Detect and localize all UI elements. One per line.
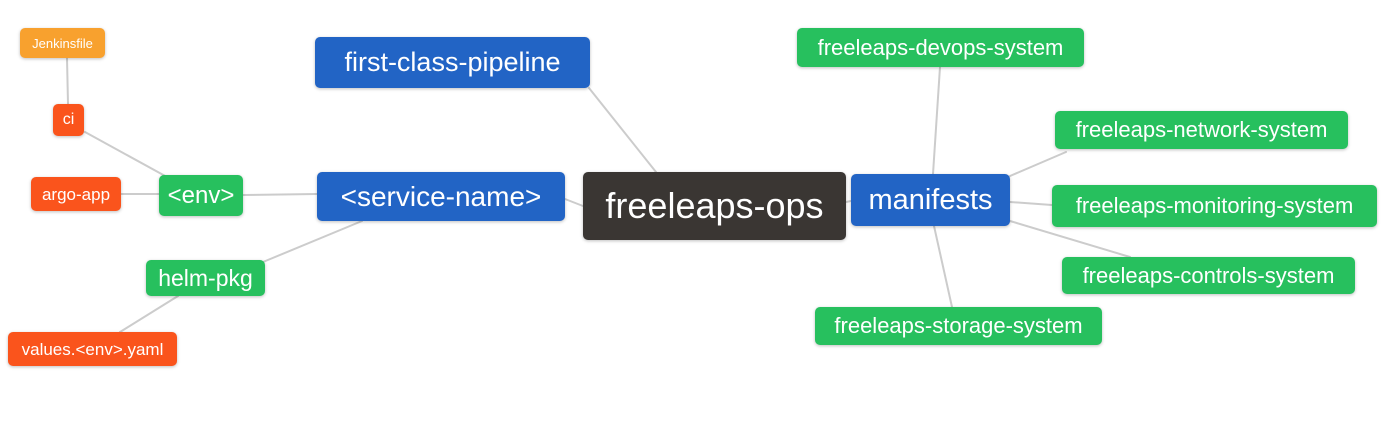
node-values-env-yaml[interactable]: values.<env>.yaml (8, 332, 177, 366)
node-label: first-class-pipeline (344, 47, 561, 77)
edge-manifests-to-storage-system (933, 225, 953, 308)
node-jenkinsfile[interactable]: Jenkinsfile (20, 28, 105, 58)
node-label: <service-name> (340, 180, 542, 212)
edge-manifests-to-monitoring-system (1009, 201, 1053, 206)
node-service-name[interactable]: <service-name> (317, 172, 565, 221)
node-label: freeleaps-controls-system (1082, 262, 1335, 288)
node-label: freeleaps-storage-system (834, 313, 1083, 338)
node-argo-app[interactable]: argo-app (31, 177, 121, 211)
node-network-system[interactable]: freeleaps-network-system (1055, 111, 1348, 149)
node-first-class-pipeline[interactable]: first-class-pipeline (315, 37, 590, 88)
node-label: ci (62, 111, 75, 128)
node-label: <env> (167, 181, 235, 209)
node-ci[interactable]: ci (53, 104, 84, 136)
edge-manifests-to-devops-system (932, 66, 941, 175)
node-label: freeleaps-ops (605, 185, 824, 226)
node-label: helm-pkg (158, 264, 253, 291)
node-label: freeleaps-devops-system (817, 34, 1064, 60)
node-label: Jenkinsfile (32, 35, 93, 51)
node-storage-system[interactable]: freeleaps-storage-system (815, 307, 1102, 345)
node-devops-system[interactable]: freeleaps-devops-system (797, 28, 1084, 67)
edge-first-class-pipeline-to-freeleaps-ops (588, 87, 657, 173)
node-label: manifests (868, 183, 993, 216)
edge-manifests-to-network-system (1009, 151, 1067, 177)
edge-service-name-to-freeleaps-ops (564, 198, 584, 207)
node-controls-system[interactable]: freeleaps-controls-system (1062, 257, 1355, 294)
node-helm-pkg[interactable]: helm-pkg (146, 260, 265, 296)
edge-jenkinsfile-to-ci (66, 57, 69, 105)
node-freeleaps-ops[interactable]: freeleaps-ops (583, 172, 846, 240)
edge-ci-to-env (84, 131, 168, 178)
edge-service-name-to-helm-pkg (262, 220, 363, 263)
node-monitoring-system[interactable]: freeleaps-monitoring-system (1052, 185, 1377, 227)
node-env[interactable]: <env> (159, 175, 243, 216)
edge-env-to-service-name (242, 193, 318, 196)
edge-helm-pkg-to-values-env-yaml (119, 295, 179, 333)
node-label: argo-app (41, 184, 111, 204)
node-label: values.<env>.yaml (21, 339, 164, 359)
node-manifests[interactable]: manifests (851, 174, 1010, 226)
node-label: freeleaps-network-system (1075, 117, 1328, 142)
node-label: freeleaps-monitoring-system (1075, 193, 1354, 218)
